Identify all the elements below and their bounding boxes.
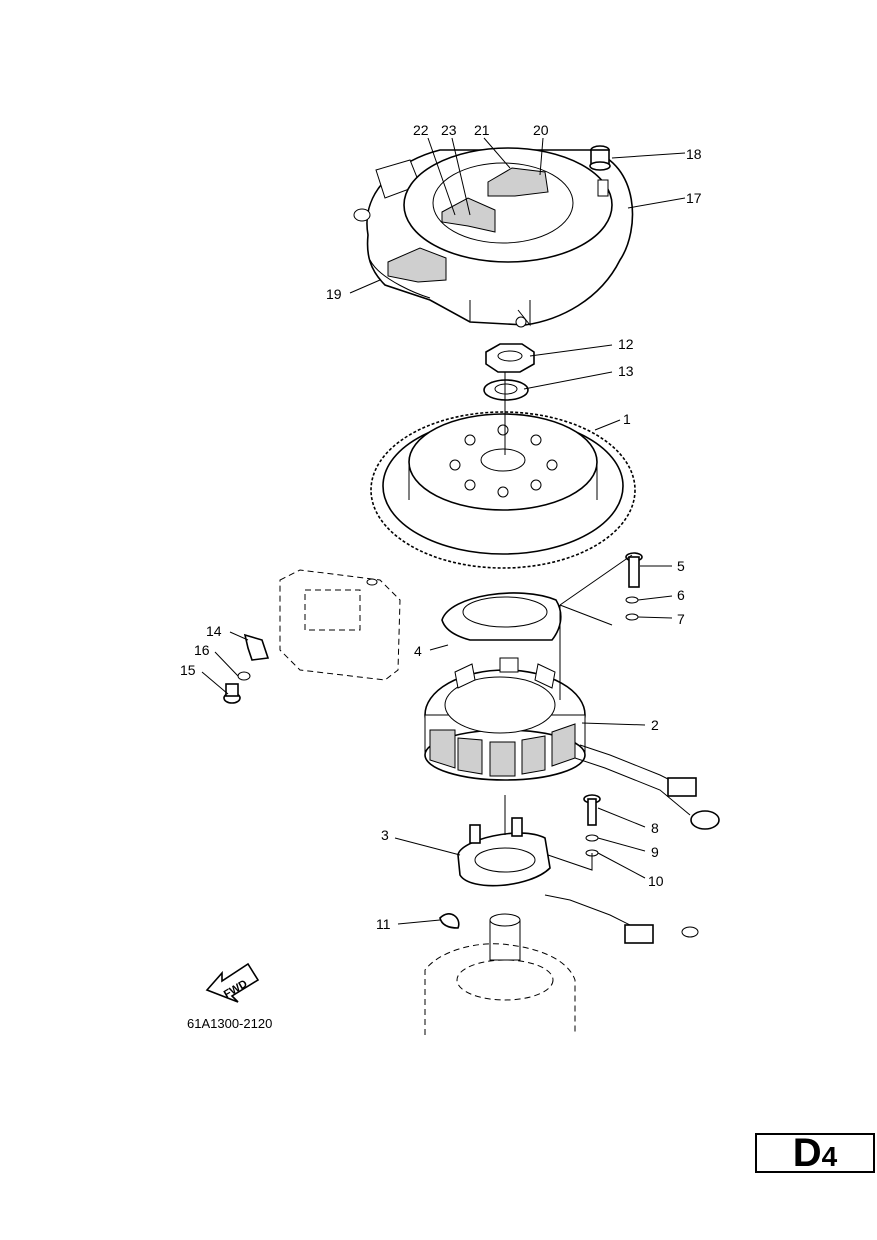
callout-4: 4 (414, 643, 422, 659)
callout-5: 5 (677, 558, 685, 574)
callout-9: 9 (651, 844, 659, 860)
callout-6: 6 (677, 587, 685, 603)
callout-19: 19 (326, 286, 342, 302)
stator-part-2 (424, 657, 720, 830)
callout-3: 3 (381, 827, 389, 843)
callout-17: 17 (686, 190, 702, 206)
washer-part-16 (237, 671, 251, 681)
flywheel-cover-part-17 (353, 147, 634, 328)
callout-23: 23 (441, 122, 457, 138)
callout-2: 2 (651, 717, 659, 733)
plate-part-4 (441, 592, 562, 641)
callout-15: 15 (180, 662, 196, 678)
callout-12: 12 (618, 336, 634, 352)
callout-8: 8 (651, 820, 659, 836)
bolt-part-5 (625, 552, 643, 588)
callout-18: 18 (686, 146, 702, 162)
key-part-11 (439, 913, 460, 929)
washer-part-7 (625, 613, 639, 621)
flywheel-part-1 (370, 411, 636, 569)
engine-block-phantom (279, 569, 401, 681)
callout-10: 10 (648, 873, 664, 889)
forward-arrow-icon: FWD (205, 962, 260, 1003)
screw-part-15 (223, 683, 241, 704)
callout-11: 11 (376, 916, 391, 932)
diagram-code: 61A1300-2120 (187, 1016, 272, 1031)
callout-22: 22 (413, 122, 429, 138)
callout-16: 16 (194, 642, 210, 658)
page-label-letter: D (792, 1131, 822, 1175)
callout-21: 21 (474, 122, 490, 138)
nut-part-12 (485, 343, 535, 373)
washer-part-6 (625, 596, 639, 604)
bolt-part-8 (583, 794, 601, 826)
callout-13: 13 (618, 363, 634, 379)
page-label-number: 4 (821, 1141, 838, 1172)
callout-1: 1 (623, 411, 631, 427)
crankshaft-phantom (424, 913, 576, 1035)
callout-7: 7 (677, 611, 685, 627)
page-label-box: D 4 (755, 1133, 875, 1173)
bracket-part-14 (243, 633, 270, 661)
washer-part-13 (483, 379, 529, 401)
pulser-coil-part-3 (457, 817, 699, 944)
grommet-part-18 (589, 145, 611, 171)
callout-20: 20 (533, 122, 549, 138)
callout-14: 14 (206, 623, 222, 639)
washer-part-9 (585, 834, 599, 842)
